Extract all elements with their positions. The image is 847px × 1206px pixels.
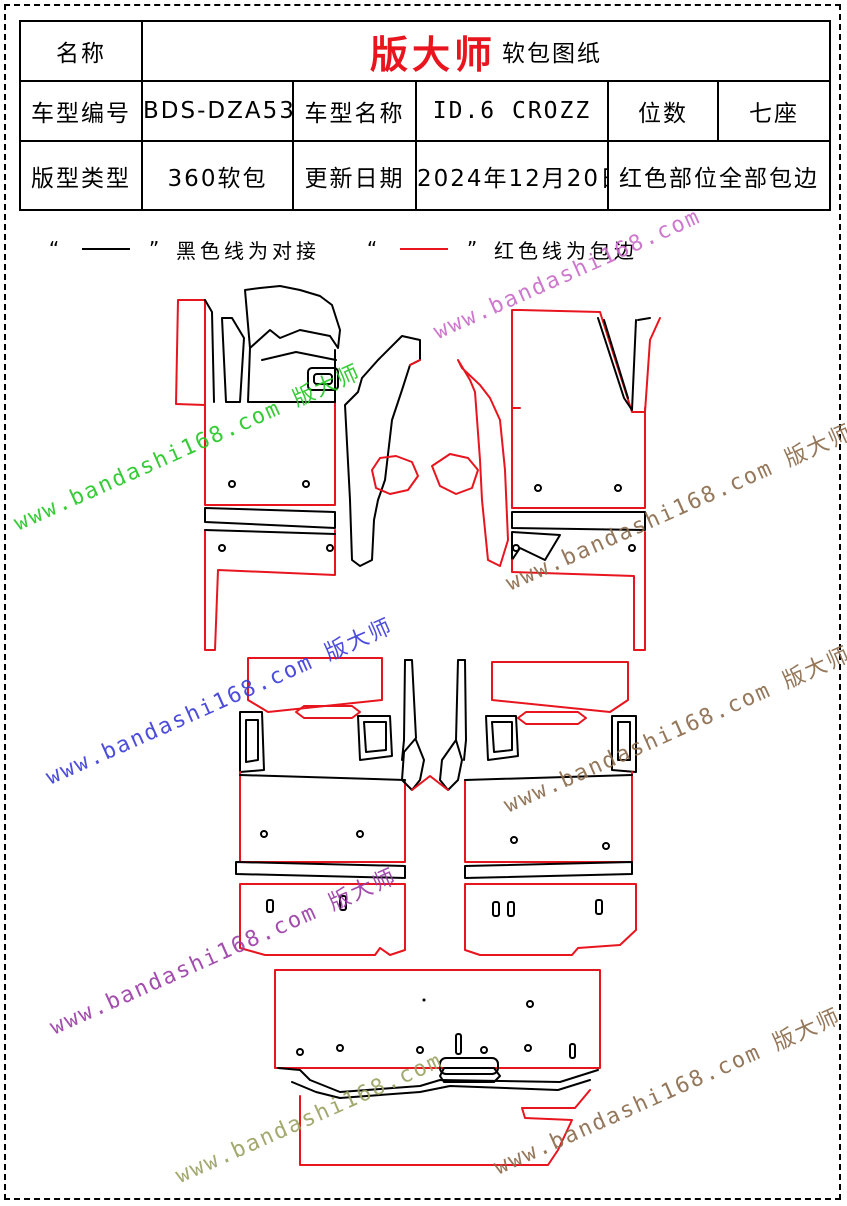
black-line-sample [82, 248, 130, 250]
second-row-center-strip [401, 659, 467, 791]
name-label: 名称 [19, 20, 143, 82]
legend-black-text: 黑色线为对接 [176, 238, 320, 263]
front-left-mat [175, 285, 341, 651]
red-line-sample [400, 248, 448, 250]
model-code-label: 车型编号 [19, 80, 143, 142]
edge-binding-note: 红色部位全部包边 [606, 140, 832, 211]
seats-label: 位数 [607, 80, 719, 142]
line-legend: “ ” 黑色线为对接 “ ” 红色线为包边 [36, 232, 638, 266]
second-row-right-mat [464, 661, 637, 956]
pattern-type-label: 版型类型 [19, 140, 143, 211]
document-kind: 软包图纸 [502, 41, 603, 67]
front-center-pieces [344, 335, 509, 567]
legend-open-quote-2: “ [366, 237, 382, 261]
front-right-mat [511, 309, 661, 651]
pattern-type-value: 360软包 [141, 140, 294, 211]
model-code-value: BDS-DZA5341S [141, 80, 294, 142]
model-name-label: 车型名称 [292, 80, 417, 142]
second-row-left-mat [235, 657, 406, 956]
seats-value: 七座 [716, 80, 832, 142]
third-row-mat [274, 969, 601, 1166]
legend-red-text: 红色线为包边 [494, 238, 638, 263]
model-name-value: ID.6 CROZZ [415, 80, 609, 142]
legend-open-quote: “ [48, 237, 64, 261]
update-date-label: 更新日期 [292, 140, 417, 211]
brand-name: 版大师 [370, 32, 497, 77]
page-border [4, 4, 841, 1200]
legend-close-quote-2: ” [466, 237, 482, 261]
update-date-value: 2024年12月20日 [415, 140, 609, 211]
legend-close-quote: ” [148, 237, 164, 261]
document-title: 版大师软包图纸 [140, 20, 832, 82]
